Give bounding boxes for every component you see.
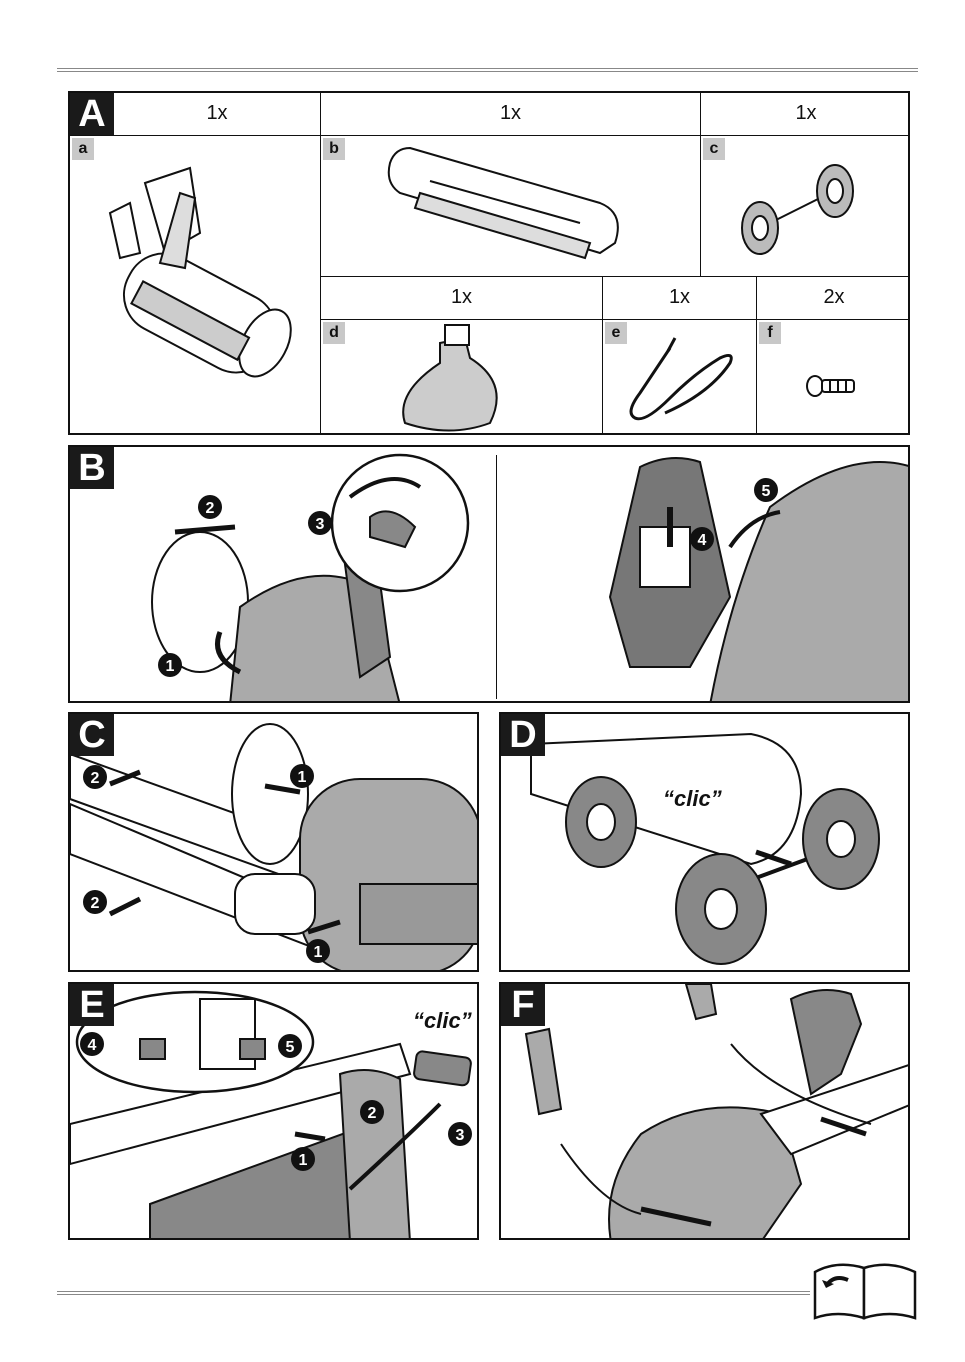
bottom-rule — [57, 1291, 810, 1295]
panel-b-illustration: 2 3 1 4 5 — [70, 447, 910, 703]
panel-c-illustration: 1 2 2 1 — [70, 714, 479, 972]
svg-text:5: 5 — [286, 1039, 295, 1056]
shoulder-strap-illustration — [631, 338, 731, 419]
svg-text:5: 5 — [762, 483, 771, 500]
suction-tube-illustration — [389, 148, 618, 258]
panel-f-illustration — [501, 984, 910, 1240]
panel-e-letter: E — [70, 984, 114, 1026]
panel-d-illustration — [501, 714, 910, 972]
panel-d-letter: D — [501, 714, 545, 756]
svg-text:1: 1 — [314, 944, 323, 961]
panel-f-letter: F — [501, 984, 545, 1026]
clic-label: “clic” — [413, 1008, 472, 1034]
svg-text:2: 2 — [368, 1105, 377, 1122]
top-rule — [57, 68, 918, 72]
blower-tube-illustration — [110, 168, 301, 386]
panel-a-letter: A — [70, 93, 114, 135]
panel-c: C 1 2 2 1 — [68, 712, 479, 972]
svg-text:2: 2 — [91, 895, 100, 912]
panel-f: F — [499, 982, 910, 1240]
panel-e: E 4 5 2 3 1 “clic” — [68, 982, 479, 1240]
svg-text:1: 1 — [299, 1152, 308, 1169]
svg-text:4: 4 — [88, 1037, 97, 1054]
screw-illustration — [807, 376, 854, 396]
svg-text:3: 3 — [316, 516, 325, 533]
panel-a: A 1x 1x 1x 1x 1x 2x a b c d e f — [68, 91, 910, 435]
panel-b: B 2 3 1 4 5 — [68, 445, 910, 703]
wheels-illustration — [742, 165, 853, 254]
svg-text:4: 4 — [698, 532, 707, 549]
svg-text:3: 3 — [456, 1127, 465, 1144]
clic-label: “clic” — [663, 786, 722, 812]
svg-text:2: 2 — [206, 500, 215, 517]
collection-bag-illustration — [403, 325, 496, 431]
panel-a-illustrations — [70, 93, 910, 435]
svg-text:1: 1 — [166, 658, 175, 675]
panel-b-letter: B — [70, 447, 114, 489]
panel-d: D “clic” — [499, 712, 910, 972]
svg-text:1: 1 — [298, 769, 307, 786]
svg-text:2: 2 — [91, 770, 100, 787]
panel-c-letter: C — [70, 714, 114, 756]
open-book-icon — [812, 1252, 918, 1320]
